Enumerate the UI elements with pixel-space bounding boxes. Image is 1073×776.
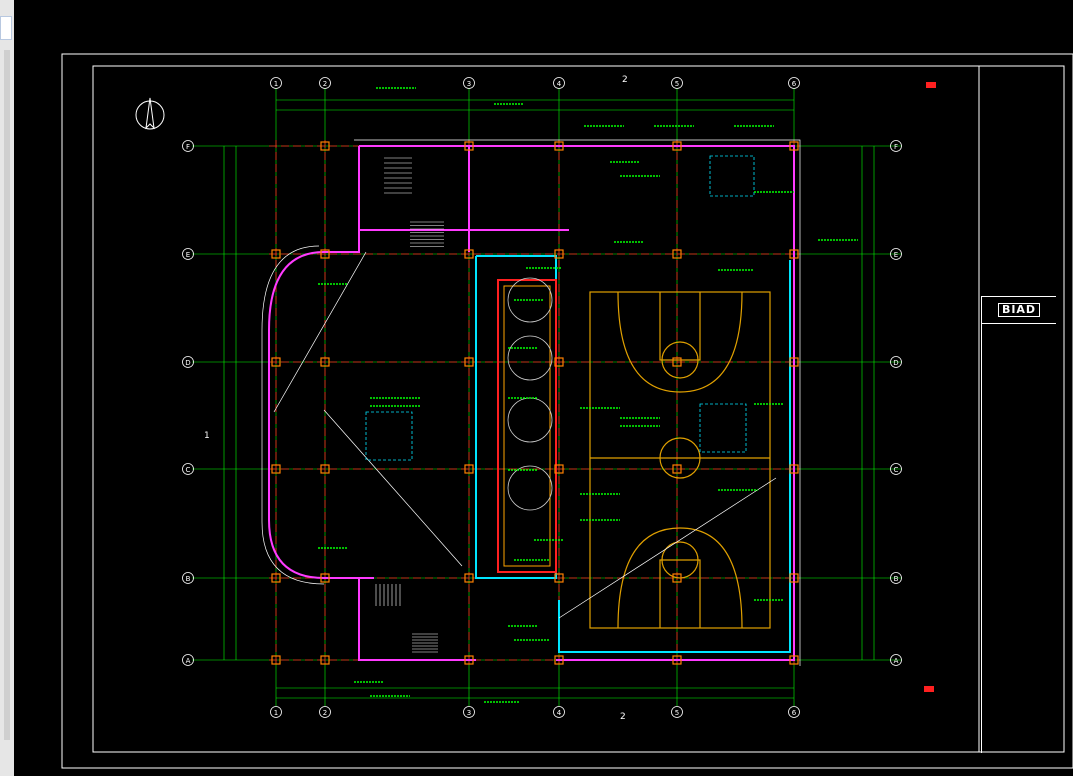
red-mark-bottom bbox=[924, 686, 934, 692]
center-mark-top: 2 bbox=[622, 75, 628, 85]
grid-col-1-bottom: 1 bbox=[274, 709, 278, 717]
building-walls bbox=[268, 145, 795, 661]
grid-col-2-bottom: 2 bbox=[323, 709, 327, 717]
grid-row-B-right: B bbox=[894, 575, 899, 583]
basketball-court bbox=[589, 291, 771, 629]
vertical-scrollbar[interactable] bbox=[4, 50, 10, 740]
grid-col-4-top: 4 bbox=[557, 80, 562, 88]
grid-row-A-left: A bbox=[186, 657, 191, 665]
grid-col-6-bottom: 6 bbox=[792, 709, 797, 717]
dimension-lines bbox=[223, 99, 875, 699]
grid-row-E-left: E bbox=[186, 251, 190, 259]
grid-row-C-right: C bbox=[894, 466, 899, 474]
grid-col-4-bottom: 4 bbox=[557, 709, 562, 717]
grid-col-3-top: 3 bbox=[467, 80, 471, 88]
grid-col-3-bottom: 3 bbox=[467, 709, 471, 717]
structural-columns bbox=[271, 141, 799, 665]
cyan-zone bbox=[475, 255, 791, 653]
north-arrow-icon bbox=[135, 97, 165, 130]
grid-lines bbox=[192, 88, 902, 706]
red-mark-top bbox=[926, 82, 936, 88]
grid-col-2-top: 2 bbox=[323, 80, 327, 88]
grid-row-B-left: B bbox=[186, 575, 191, 583]
stair-hatching bbox=[375, 157, 444, 653]
label-boxes bbox=[365, 155, 755, 461]
grid-col-5-top: 5 bbox=[675, 80, 679, 88]
grid-row-D-right: D bbox=[893, 359, 898, 367]
grid-row-D-left: D bbox=[185, 359, 190, 367]
corridor-outline bbox=[497, 279, 557, 573]
outer-frame bbox=[61, 53, 1073, 769]
left-mark: 1 bbox=[204, 431, 210, 441]
grid-row-F-left: F bbox=[186, 143, 190, 151]
grid-col-5-bottom: 5 bbox=[675, 709, 679, 717]
inner-frame bbox=[92, 65, 1065, 753]
grid-row-E-right: E bbox=[894, 251, 898, 259]
grid-col-1-top: 1 bbox=[274, 80, 278, 88]
grid-row-C-left: C bbox=[186, 466, 191, 474]
diagonal-guides bbox=[273, 251, 777, 619]
grid-row-F-right: F bbox=[894, 143, 898, 151]
annotation-marks bbox=[318, 87, 858, 703]
viewport-tab[interactable] bbox=[0, 16, 12, 40]
title-block: BIAD bbox=[981, 296, 1056, 753]
center-mark-bottom: 2 bbox=[620, 712, 626, 722]
grid-col-6-top: 6 bbox=[792, 80, 797, 88]
circular-elements bbox=[507, 277, 553, 511]
grid-row-A-right: A bbox=[894, 657, 899, 665]
outer-outline bbox=[261, 139, 801, 666]
viewport-left-strip bbox=[0, 0, 14, 776]
company-logo: BIAD bbox=[982, 297, 1056, 324]
